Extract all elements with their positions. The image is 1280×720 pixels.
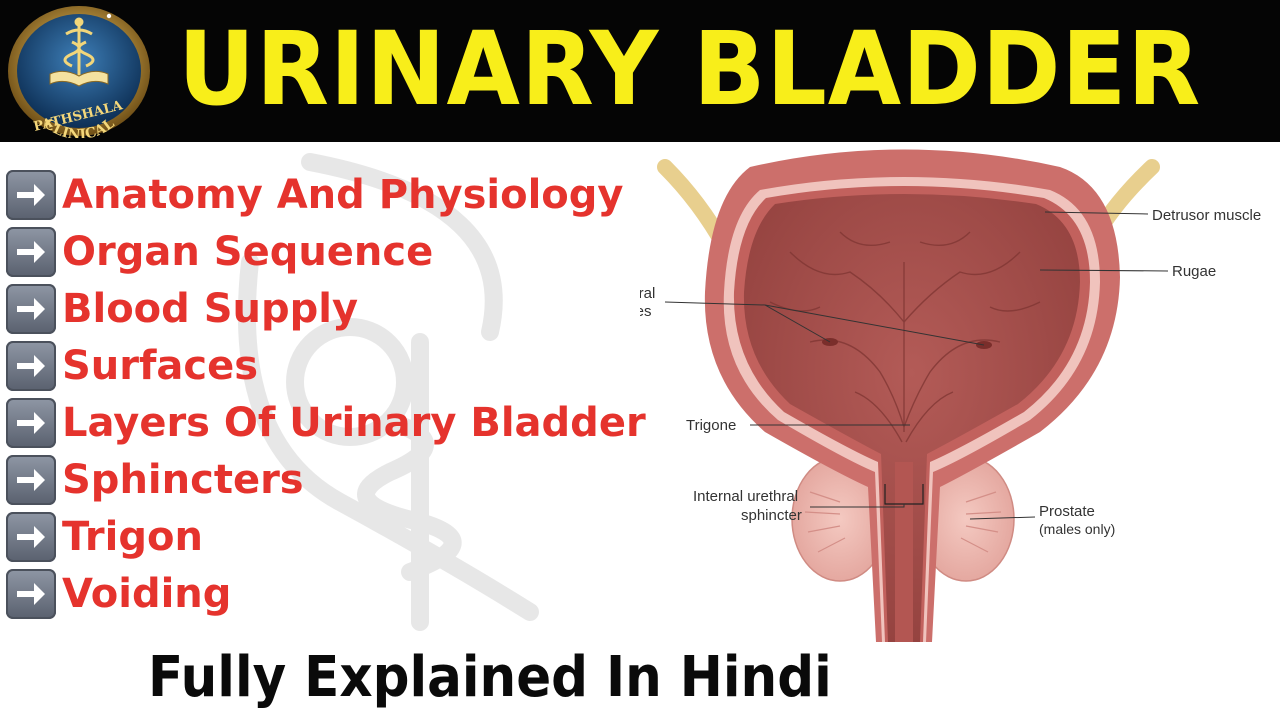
footer-caption: Fully Explained In Hindi (148, 645, 832, 710)
label-sphincter: sphincter (741, 507, 802, 524)
topic-label: Trigon (62, 513, 203, 560)
topic-list: Anatomy And Physiology Organ Sequence Bl… (6, 166, 646, 622)
topic-label: Blood Supply (62, 285, 359, 332)
topic-item: Trigon (6, 508, 646, 565)
right-arrow-icon (6, 397, 56, 448)
topic-item: Blood Supply (6, 280, 646, 337)
star-icon (106, 13, 112, 19)
topic-label: Surfaces (62, 342, 259, 389)
right-arrow-icon (6, 511, 56, 562)
right-arrow-icon (6, 454, 56, 505)
topic-item: Surfaces (6, 337, 646, 394)
topic-item: Sphincters (6, 451, 646, 508)
topic-item: Voiding (6, 565, 646, 622)
caduceus-icon (63, 17, 95, 78)
label-prostate: Prostate (1039, 503, 1095, 520)
label-orifices: orifices (640, 303, 652, 320)
label-internal-urethral: Internal urethral (693, 488, 798, 505)
prostate (791, 456, 1015, 582)
label-rugae: Rugae (1172, 263, 1216, 280)
topic-label: Sphincters (62, 456, 304, 503)
topic-item: Anatomy And Physiology (6, 166, 646, 223)
book-icon (49, 70, 109, 87)
label-detrusor-muscle: Detrusor muscle (1152, 207, 1261, 224)
right-arrow-icon (6, 169, 56, 220)
bladder-diagram: Detrusor muscle Rugae Ureteral orifices … (640, 149, 1261, 642)
topic-label: Voiding (62, 570, 232, 617)
right-arrow-icon (6, 283, 56, 334)
header-bar: CLINICAL PATHSHALA URINARY BLADDER (0, 0, 1280, 142)
clinical-pathshala-logo: CLINICAL PATHSHALA (8, 6, 150, 138)
topic-label: Anatomy And Physiology (62, 171, 624, 218)
label-ureteral: Ureteral (640, 285, 655, 302)
label-males-only: (males only) (1039, 521, 1115, 537)
right-arrow-icon (6, 340, 56, 391)
topic-item: Organ Sequence (6, 223, 646, 280)
topic-item: Layers Of Urinary Bladder (6, 394, 646, 451)
right-arrow-icon (6, 568, 56, 619)
topic-label: Layers Of Urinary Bladder (62, 399, 646, 446)
label-trigone: Trigone (686, 417, 736, 434)
page-title: URINARY BLADDER (178, 10, 1202, 129)
topic-label: Organ Sequence (62, 228, 434, 275)
right-arrow-icon (6, 226, 56, 277)
stethoscope-watermark-icon (237, 153, 539, 631)
bladder-lumen (743, 194, 1080, 642)
